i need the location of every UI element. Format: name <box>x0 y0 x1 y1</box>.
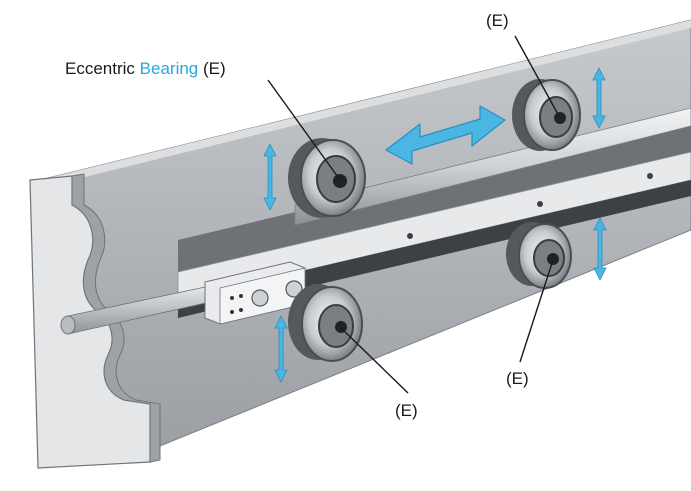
vertical-arrow-icon-bottom-right <box>593 217 607 281</box>
vertical-arrow-icon-bottom-left <box>274 315 288 383</box>
bearing-bottom-left <box>288 284 363 362</box>
label-top-left: Eccentric Bearing (E) <box>65 60 226 77</box>
label-bottom-right: (E) <box>506 369 529 388</box>
label-e-top-left: (E) <box>203 59 226 78</box>
vertical-arrow-icon-top-left <box>263 143 277 211</box>
label-bottom-center: (E) <box>395 401 418 420</box>
leader-line-bottom-center <box>340 327 409 394</box>
label-bearing: Bearing <box>139 59 199 78</box>
bearing-top-left <box>288 138 366 218</box>
vertical-arrow-icon-top-right <box>592 67 606 129</box>
horizontal-double-arrow-icon <box>385 105 506 165</box>
leader-lines <box>267 35 561 394</box>
shaft <box>60 285 211 335</box>
leader-line-top-left <box>267 79 341 181</box>
leader-line-top-right <box>514 35 561 119</box>
label-top-right: (E) <box>486 11 509 30</box>
bearing-top-right <box>512 79 581 151</box>
leader-line-bottom-right <box>519 259 554 363</box>
end-block <box>204 261 306 325</box>
bearing-bottom-right <box>506 222 572 289</box>
label-eccentric: Eccentric <box>65 59 135 78</box>
